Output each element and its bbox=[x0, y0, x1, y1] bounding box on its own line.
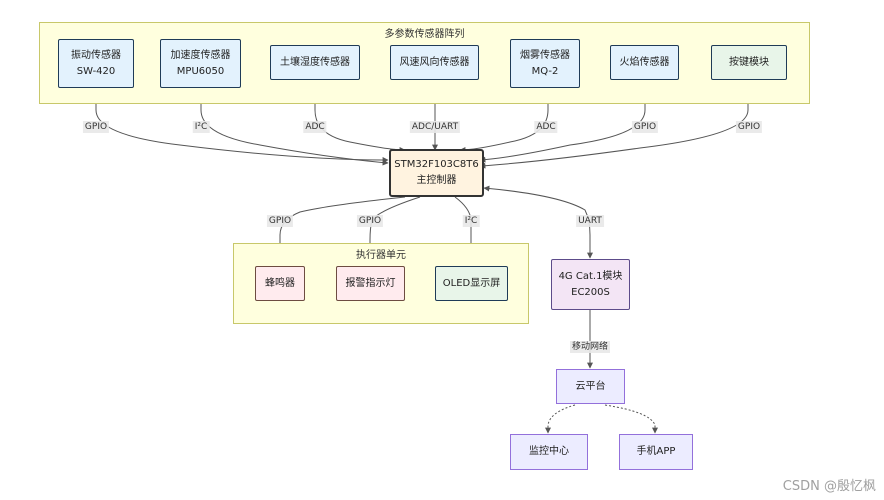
modem-node: 4G Cat.1模块 EC200S bbox=[551, 259, 630, 310]
vibration-sensor-model: SW-420 bbox=[76, 65, 116, 77]
soil-sensor-node: 土壤湿度传感器 bbox=[270, 45, 360, 80]
oled-display-node: OLED显示屏 bbox=[435, 266, 508, 301]
edge-cloud-monitor bbox=[545, 404, 576, 434]
wind-sensor-node: 风速风向传感器 bbox=[390, 45, 479, 80]
mcu-label: 主控制器 bbox=[416, 175, 457, 186]
edge-mcu-buzzer bbox=[277, 196, 406, 267]
vibration-sensor-label: 振动传感器 bbox=[71, 49, 121, 61]
buzzer-label: 蜂鸣器 bbox=[265, 277, 295, 289]
alarm-light-node: 报警指示灯 bbox=[336, 266, 405, 301]
button-module-label: 按键模块 bbox=[729, 56, 769, 68]
accel-sensor-model: MPU6050 bbox=[176, 65, 225, 77]
soil-sensor-label: 土壤湿度传感器 bbox=[280, 56, 350, 68]
mobile-app-label: 手机APP bbox=[636, 446, 676, 457]
edge-label-vibration: GPIO bbox=[82, 121, 110, 133]
modem-label: 4G Cat.1模块 bbox=[558, 270, 623, 282]
sensor-array-title: 多参数传感器阵列 bbox=[384, 29, 465, 40]
mcu-node: STM32F103C8T6 主控制器 bbox=[389, 149, 484, 197]
accel-sensor-node: 加速度传感器 MPU6050 bbox=[160, 39, 241, 88]
edge-label-flame: GPIO bbox=[631, 121, 659, 133]
edge-label-wind: ADC/UART bbox=[409, 121, 461, 133]
edge-label-smoke: ADC bbox=[534, 121, 558, 133]
flame-sensor-label: 火焰传感器 bbox=[619, 56, 670, 68]
alarm-light-label: 报警指示灯 bbox=[345, 277, 396, 289]
mcu-model: STM32F103C8T6 bbox=[394, 159, 479, 170]
actuator-cluster-title: 执行器单元 bbox=[356, 250, 406, 261]
edge-label-soil: ADC bbox=[303, 121, 327, 133]
edge-flame-mcu bbox=[479, 80, 646, 163]
edge-label-accel: I²C bbox=[192, 121, 210, 133]
edge-cloud-app bbox=[604, 404, 658, 434]
smoke-sensor-node: 烟雾传感器 MQ-2 bbox=[510, 39, 580, 88]
edge-label-modem: UART bbox=[576, 215, 604, 227]
monitor-center-node: 监控中心 bbox=[510, 434, 588, 470]
edge-label-buzzer: GPIO bbox=[266, 215, 294, 227]
cloud-platform-node: 云平台 bbox=[556, 369, 625, 404]
buzzer-node: 蜂鸣器 bbox=[255, 266, 305, 301]
vibration-sensor-node: 振动传感器 SW-420 bbox=[58, 39, 134, 88]
edge-label-alarm: GPIO bbox=[356, 215, 384, 227]
edge-label-oled: I²C bbox=[462, 215, 480, 227]
wind-sensor-label: 风速风向传感器 bbox=[399, 56, 470, 68]
edge-label-button: GPIO bbox=[735, 121, 763, 133]
csdn-watermark: CSDN @殷忆枫 bbox=[782, 479, 876, 494]
edge-mcu-modem bbox=[483, 185, 593, 259]
mobile-app-node: 手机APP bbox=[619, 434, 693, 470]
modem-model: EC200S bbox=[571, 286, 610, 298]
smoke-sensor-model: MQ-2 bbox=[531, 65, 559, 77]
edge-label-cloud: 移动网络 bbox=[569, 341, 611, 353]
oled-display-label: OLED显示屏 bbox=[442, 277, 501, 289]
button-module-node: 按键模块 bbox=[711, 45, 787, 80]
smoke-sensor-label: 烟雾传感器 bbox=[520, 49, 570, 61]
flame-sensor-node: 火焰传感器 bbox=[610, 45, 679, 80]
monitor-center-label: 监控中心 bbox=[529, 446, 569, 457]
cloud-platform-label: 云平台 bbox=[575, 380, 606, 392]
accel-sensor-label: 加速度传感器 bbox=[170, 49, 231, 61]
